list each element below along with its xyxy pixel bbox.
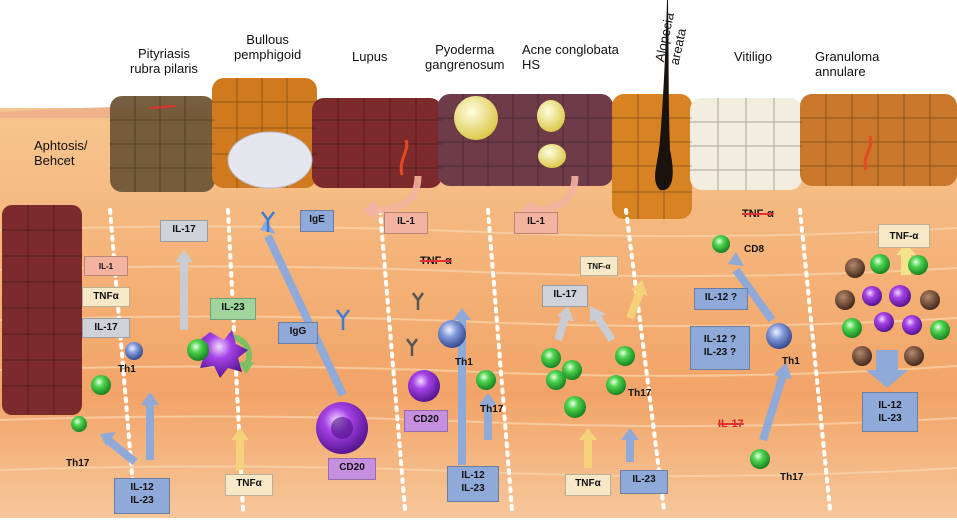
bullous-blister bbox=[227, 131, 313, 189]
cd20-box: CD20 bbox=[404, 410, 448, 432]
th17-label: Th17 bbox=[480, 404, 504, 415]
il23-box: IL-23 bbox=[620, 470, 668, 494]
il23-box: IL-23 bbox=[210, 298, 256, 320]
th1-label: Th1 bbox=[782, 356, 800, 367]
epidermis-cells bbox=[2, 78, 957, 415]
il17-box: IL-17 bbox=[82, 318, 130, 338]
th1-label: Th1 bbox=[118, 364, 136, 375]
il12-question-box: IL-12 ? bbox=[694, 288, 748, 310]
tnfa-crossed-label: TNF-α bbox=[742, 208, 774, 220]
antibody-icons bbox=[261, 211, 350, 330]
il17-box: IL-17 bbox=[160, 220, 208, 242]
tnfa-box: TNFα bbox=[225, 474, 273, 496]
th17-label: Th17 bbox=[780, 472, 804, 483]
disease-aphtosis-behcet: Aphtosis/Behcet bbox=[34, 138, 88, 168]
tnfa-box: TNF-α bbox=[580, 256, 618, 276]
pustule bbox=[454, 96, 498, 140]
disease-vitiligo: Vitiligo bbox=[734, 49, 773, 64]
th1-label: Th1 bbox=[455, 357, 473, 368]
cd8-label: CD8 bbox=[744, 244, 765, 255]
il12-il23-question-box: IL-12 ?IL-23 ? bbox=[690, 326, 750, 370]
cd20-box: CD20 bbox=[328, 458, 376, 480]
hair-follicle bbox=[655, 0, 673, 191]
disease-lupus: Lupus bbox=[352, 49, 388, 64]
il17-crossed-label: IL-17 bbox=[718, 418, 744, 430]
il1-box: IL-1 bbox=[514, 212, 558, 234]
tnfa-crossed-label: TNF-α bbox=[420, 255, 452, 267]
il1-box: IL-1 bbox=[384, 212, 428, 234]
th17-label: Th17 bbox=[628, 388, 652, 399]
pustule bbox=[538, 144, 566, 168]
igg-box: IgG bbox=[278, 322, 318, 344]
immune-cells bbox=[71, 235, 950, 469]
th17-label: Th17 bbox=[66, 458, 90, 469]
tnfa-box: TNFα bbox=[565, 474, 611, 496]
antibody-icons-gray bbox=[405, 292, 425, 356]
il1-box: IL-1 bbox=[84, 256, 128, 276]
pustule bbox=[537, 100, 565, 132]
tnfa-box: TNFα bbox=[82, 287, 130, 307]
il17-box: IL-17 bbox=[542, 285, 588, 307]
tnfa-box: TNF-α bbox=[878, 224, 930, 248]
ige-box: IgE bbox=[300, 210, 334, 232]
